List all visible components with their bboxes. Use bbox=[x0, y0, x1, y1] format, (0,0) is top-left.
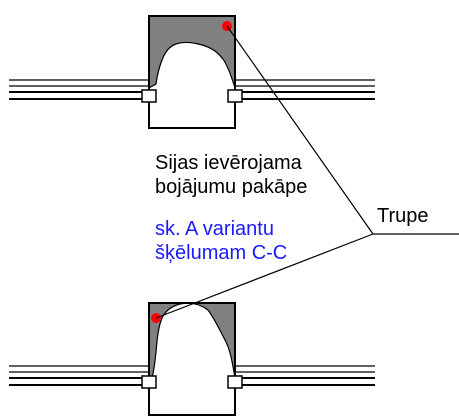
trupe-label: Trupe bbox=[377, 205, 429, 227]
trupe-callout-leaders bbox=[155, 25, 459, 319]
top-beam-section bbox=[9, 15, 375, 129]
damage-note-line-1: Sijas ievērojama bbox=[155, 152, 302, 174]
variant-reference-line-2[interactable]: šķēlumam C-C bbox=[155, 242, 288, 264]
top-beam-outline bbox=[148, 15, 236, 129]
leader-to-bottom-marker bbox=[155, 233, 374, 319]
damage-note: Sijas ievērojama bojājumu pakāpe bbox=[155, 151, 307, 199]
bottom-decay-area bbox=[148, 302, 236, 379]
leader-to-top-marker bbox=[226, 25, 374, 235]
bottom-beam-outline bbox=[148, 302, 236, 416]
bottom-beam-section bbox=[9, 302, 375, 416]
top-right-support bbox=[227, 89, 243, 103]
variant-reference-line-1[interactable]: sk. A variantu bbox=[155, 218, 274, 240]
bottom-right-support bbox=[227, 375, 243, 389]
top-left-support bbox=[141, 89, 157, 103]
bottom-left-support bbox=[141, 375, 157, 389]
variant-reference[interactable]: sk. A variantu šķēlumam C-C bbox=[155, 217, 287, 265]
top-decay-area bbox=[148, 15, 236, 90]
damage-note-line-2: bojājumu pakāpe bbox=[155, 176, 308, 198]
